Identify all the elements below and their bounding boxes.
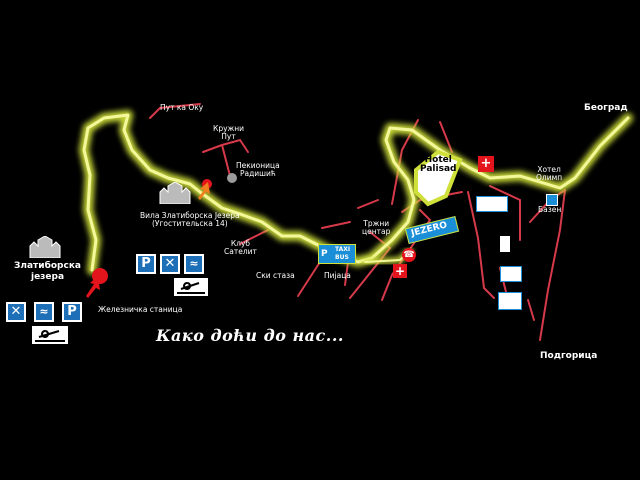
label-bazen: Базен: [538, 205, 562, 214]
label-podgorica: Подгорица: [540, 351, 598, 361]
parking-icon: P: [321, 249, 328, 259]
location-markers: [86, 173, 237, 298]
label-zeleznicka: Железничка станица: [98, 305, 183, 314]
label-ski-staza: Ски стаза: [256, 271, 295, 280]
parking-icon: P: [62, 302, 82, 322]
label-hotel-palisad-line1: Hotel: [424, 155, 452, 165]
building-icon: [500, 236, 510, 252]
label-kruzhni-put-line1: Кружни: [213, 124, 245, 133]
label-pekara-line2: Радишић: [239, 168, 276, 178]
label-kruzhni-put: Кружни Пут: [213, 125, 244, 141]
building-icon: [500, 266, 522, 282]
label-vila-line2: (Угостительска 14): [151, 218, 228, 228]
swimming-icon: [546, 194, 558, 206]
label-hotel-olimp-line2: Олимп: [536, 172, 563, 182]
label-zlatiborska-line1: Златиборска: [14, 261, 82, 271]
label-zlatiborska-line2: језера: [30, 272, 65, 283]
swimming-icon: ≈: [184, 254, 204, 274]
jezero-area: [414, 149, 463, 207]
label-hotel-palisad: Hotel Palisad: [420, 155, 457, 175]
label-beograd: Београд: [584, 103, 628, 113]
castle-icon: [158, 181, 192, 205]
label-put-ka-oku: Пут ка Оку: [160, 103, 204, 112]
label-hotel-olimp-line1: Хотел: [537, 165, 561, 174]
label-klub-line1: Клуб: [230, 239, 251, 248]
swimming-icon: ≈: [34, 302, 54, 322]
parking-icon: P: [136, 254, 156, 274]
label-klub: Клуб Сателит: [224, 240, 257, 256]
taxi-bus-sign: P TAXI BUS: [318, 244, 356, 264]
label-vila: Вила Златиборска Језера (Угостительска 1…: [140, 212, 240, 228]
label-hotel-palisad-line2: Palisad: [420, 164, 457, 175]
map-heading: Како доћи до нас...: [156, 326, 344, 345]
label-hotel-olimp: Хотел Олимп: [536, 166, 562, 182]
building-icon: [476, 196, 508, 212]
taxi-label: TAXI: [335, 246, 351, 253]
building-icon: [498, 292, 522, 310]
hospital-cross-icon: +: [393, 264, 407, 278]
hospital-cross-icon: +: [478, 156, 494, 172]
label-vila-line1: Вила Златиборска Језера: [140, 211, 240, 220]
label-klub-line2: Сателит: [224, 246, 257, 256]
skiing-icon: [174, 278, 208, 296]
castle-icon: [28, 235, 62, 259]
skiing-icon: [32, 326, 68, 344]
zeleznicka-arrow-icon: [86, 276, 100, 298]
label-trzni-line1: Тржни: [363, 219, 390, 228]
restaurant-icon: ✕: [160, 254, 180, 274]
phone-icon: ☎: [402, 248, 416, 262]
label-pekara: Пекионица Радишић: [236, 162, 280, 178]
label-trzni-line2: центар: [362, 226, 391, 236]
label-trzni-centar: Тржни центар: [362, 220, 390, 236]
label-pijaca: Пијаца: [324, 271, 351, 280]
bus-label: BUS: [335, 254, 349, 261]
restaurant-icon: ✕: [6, 302, 26, 322]
label-kruzhni-put-line2: Пут: [221, 131, 236, 141]
pekara-marker-icon[interactable]: [227, 173, 237, 183]
label-zlatiborska: Златиборска језера: [14, 261, 82, 283]
vila-arrow-icon: [198, 182, 210, 200]
label-pekara-line1: Пекионица: [236, 161, 280, 170]
